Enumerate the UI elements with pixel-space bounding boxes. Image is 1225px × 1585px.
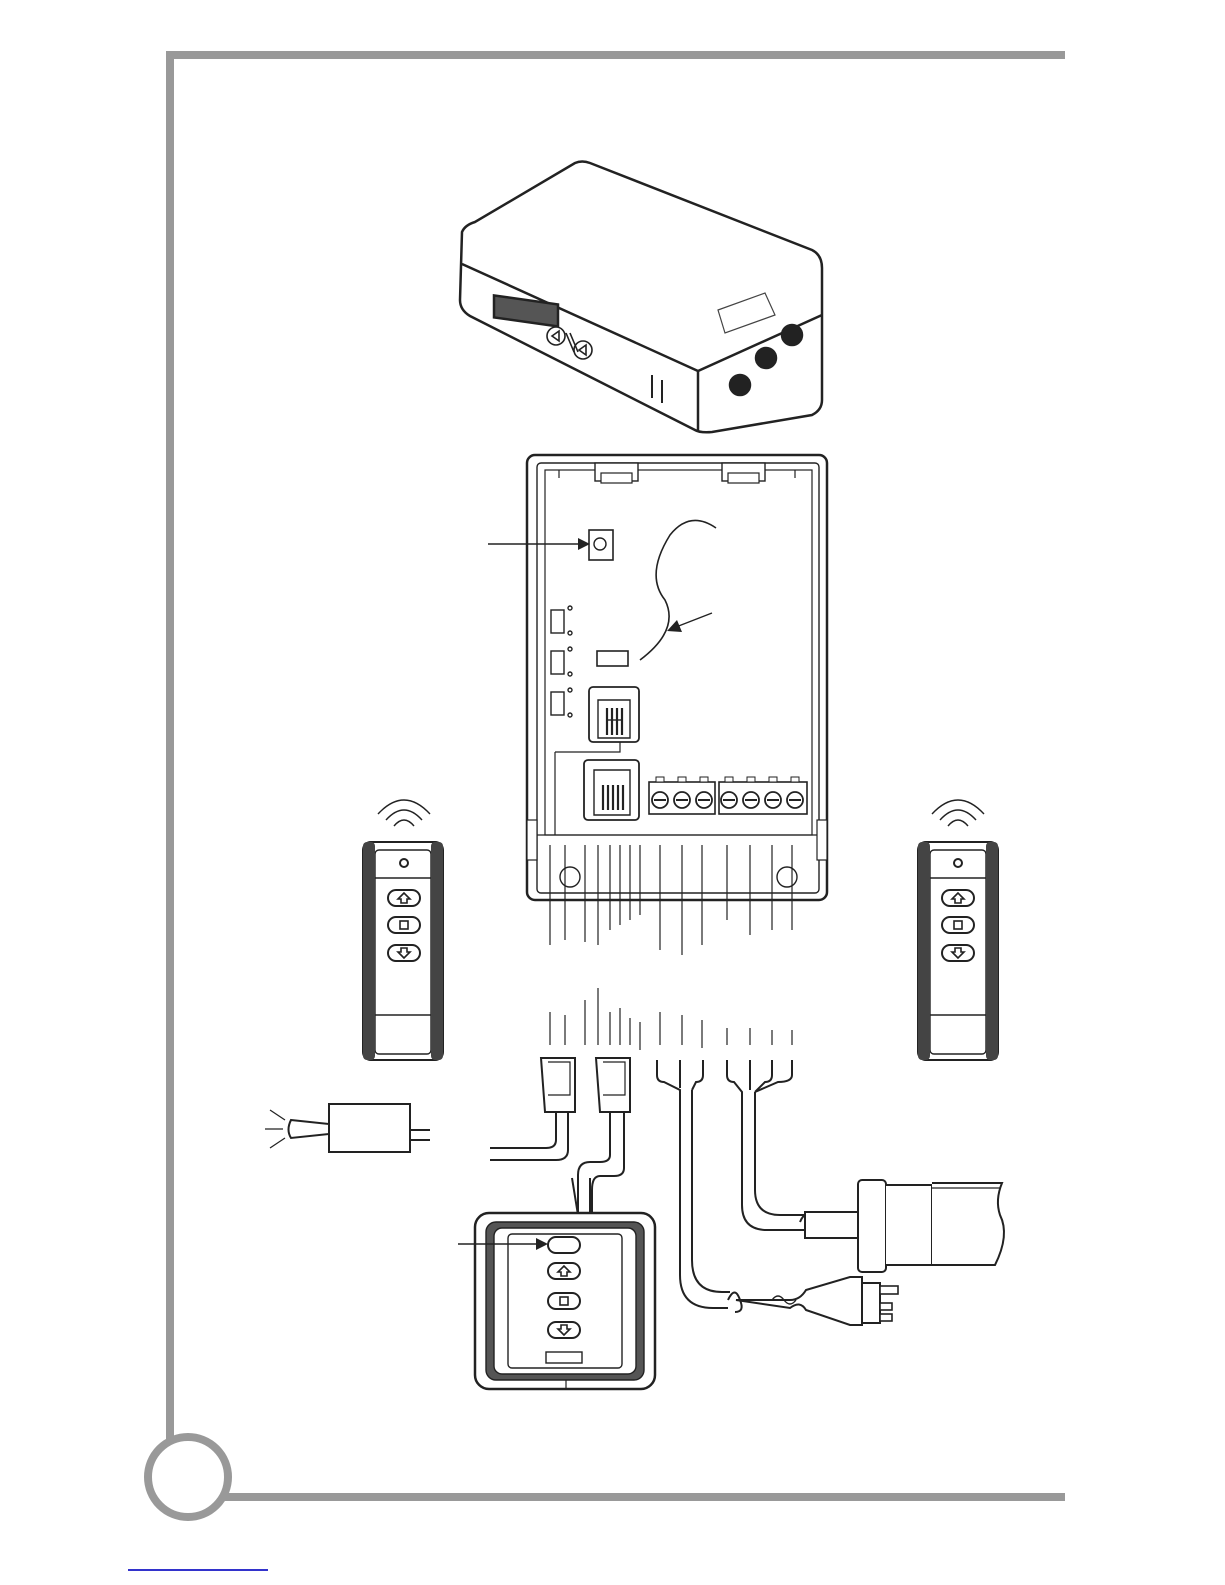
receiver-jack-1 [730,375,750,395]
remote-right-stop-button[interactable] [942,917,974,933]
receiver-jack-2 [756,348,776,368]
signal-waves-icon [932,800,984,826]
remote-right-up-button[interactable] [942,890,974,906]
wall-keypad [475,1178,655,1389]
rj-plug-left [490,1058,575,1160]
terminal-block-power [649,777,715,814]
receiver-closed-unit [460,162,822,433]
handheld-remote-right [918,800,998,1060]
keypad-stop-button[interactable] [548,1293,580,1309]
power-adapter [265,1104,430,1152]
tubular-motor [805,1180,1004,1272]
keypad-down-button[interactable] [548,1322,580,1338]
ac-power-plug [736,1277,898,1325]
signal-waves-icon [378,800,430,826]
footer-link-underline[interactable] [128,1569,268,1571]
handheld-remote-left [363,800,443,1060]
motor-wire-bundle [727,1060,815,1236]
remote-left-stop-button[interactable] [388,917,420,933]
rj-plug-right [578,1058,630,1215]
power-wire-bundle [657,1060,742,1312]
keypad-learn-button[interactable] [548,1237,580,1253]
remote-left-down-button[interactable] [388,945,420,961]
remote-right-down-button[interactable] [942,945,974,961]
learn-button-component [589,530,613,560]
receiver-jack-3 [782,325,802,345]
terminal-block-motor [719,777,807,814]
receiver-open-board [527,455,827,900]
keypad-up-button[interactable] [548,1263,580,1279]
rj-jack-lower [584,760,639,820]
antenna-connector [597,651,628,666]
rj-jack-upper [589,687,639,742]
page-number-circle [148,1437,228,1517]
remote-left-up-button[interactable] [388,890,420,906]
